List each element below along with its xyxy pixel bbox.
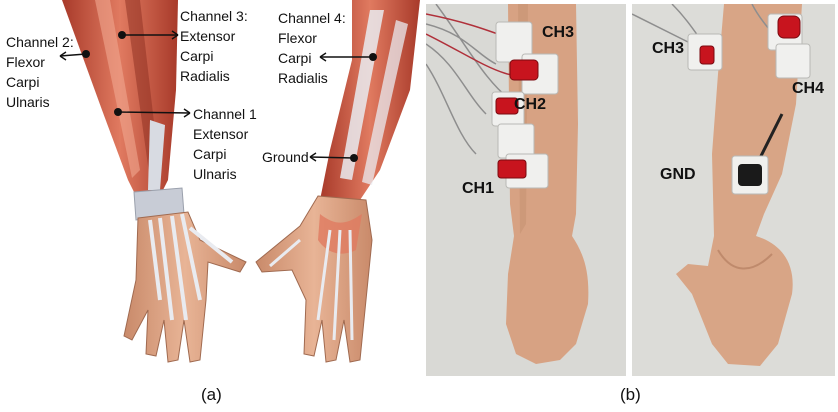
left-hand bbox=[124, 212, 246, 362]
photo-palm-arm-drawing bbox=[632, 4, 835, 376]
channel-4-line: Carpi bbox=[278, 48, 346, 68]
channel-3-label: Channel 3: Extensor Carpi Radialis bbox=[180, 6, 248, 86]
caption-b: (b) bbox=[620, 385, 641, 405]
channel-3-line: Extensor bbox=[180, 26, 248, 46]
channel-2-line: Ulnaris bbox=[6, 92, 74, 112]
caption-a: (a) bbox=[201, 385, 222, 405]
channel-2-line: Carpi bbox=[6, 72, 74, 92]
gnd-label: GND bbox=[660, 166, 696, 184]
channel-1-line: Ulnaris bbox=[193, 164, 257, 184]
channel-4-line: Flexor bbox=[278, 28, 346, 48]
channel-1-line: Extensor bbox=[193, 124, 257, 144]
channel-2-line: Flexor bbox=[6, 52, 74, 72]
channel-3-line: Radialis bbox=[180, 66, 248, 86]
channel-4-label: Channel 4: Flexor Carpi Radialis bbox=[278, 8, 346, 88]
ch4-label: CH4 bbox=[792, 80, 824, 98]
photo-back-arm-drawing bbox=[426, 4, 626, 376]
ch2-label: CH2 bbox=[514, 96, 546, 114]
channel-3-title: Channel 3: bbox=[180, 6, 248, 26]
left-forearm-muscles bbox=[62, 0, 178, 200]
channel-2-label: Channel 2: Flexor Carpi Ulnaris bbox=[6, 32, 74, 112]
channel-1-label: Channel 1 Extensor Carpi Ulnaris bbox=[193, 104, 257, 184]
photo-palm-arm: CH3 CH4 GND bbox=[632, 4, 835, 376]
ch1-label: CH1 bbox=[462, 180, 494, 198]
electrode-gnd bbox=[732, 156, 768, 194]
channel-1-line: Carpi bbox=[193, 144, 257, 164]
channel-4-title: Channel 4: bbox=[278, 8, 346, 28]
channel-4-line: Radialis bbox=[278, 68, 346, 88]
channel-2-title: Channel 2: bbox=[6, 32, 74, 52]
electrode-ch3-right bbox=[688, 34, 722, 70]
channel-1-title: Channel 1 bbox=[193, 104, 257, 124]
photo-back-arm: CH3 CH2 CH1 bbox=[426, 4, 626, 376]
ch3-label: CH3 bbox=[542, 24, 574, 42]
ch3-right-label: CH3 bbox=[652, 40, 684, 58]
right-hand bbox=[256, 196, 372, 362]
ground-label: Ground bbox=[262, 147, 309, 167]
anatomy-panel: Channel 2: Flexor Carpi Ulnaris Channel … bbox=[0, 0, 420, 376]
channel-3-line: Carpi bbox=[180, 46, 248, 66]
